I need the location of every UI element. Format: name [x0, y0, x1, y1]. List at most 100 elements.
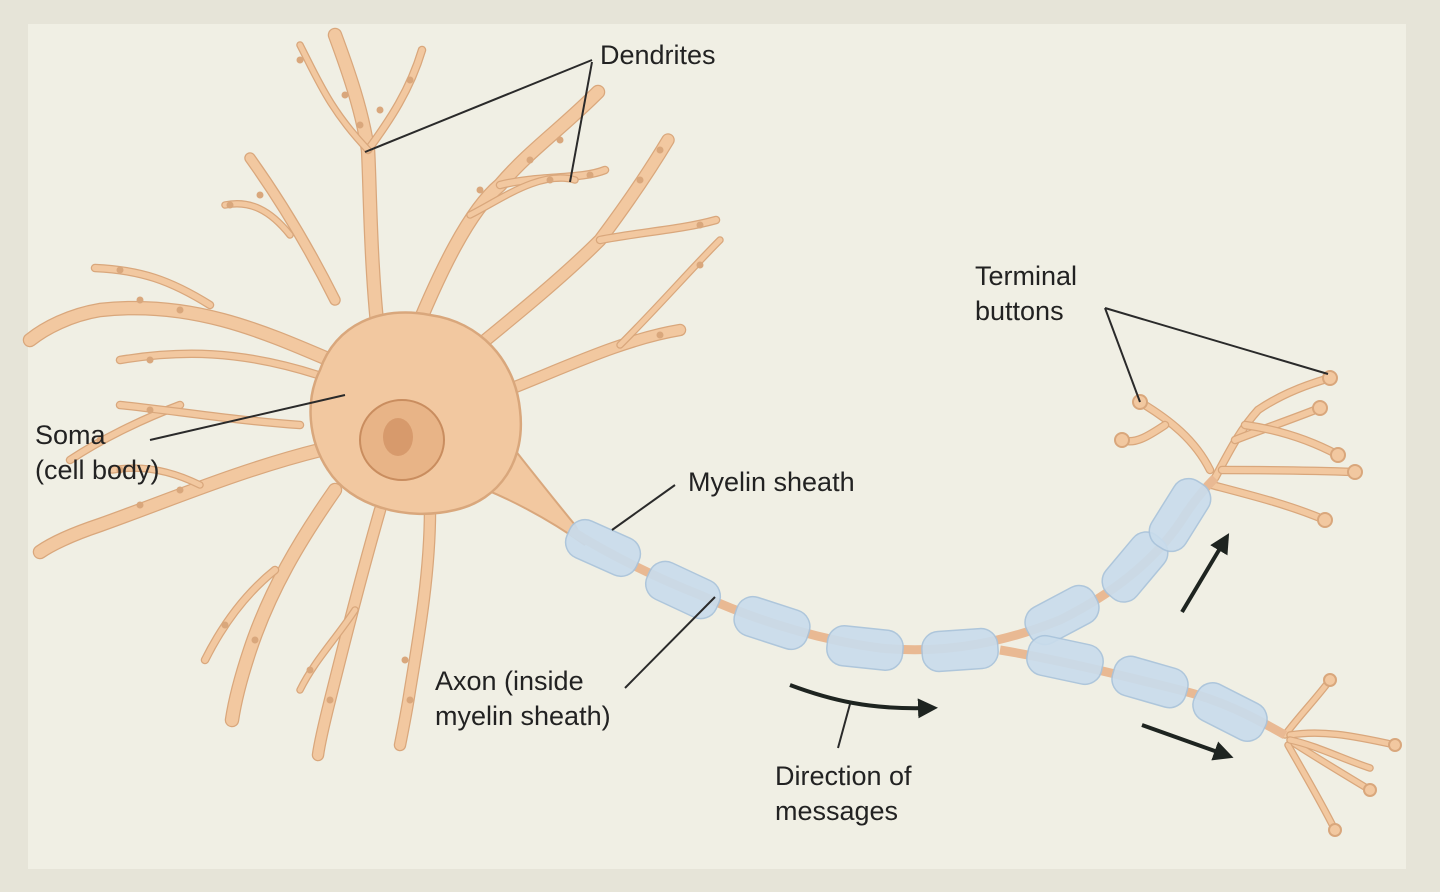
myelin-segment-2: [644, 560, 722, 620]
arrow-direction-1: [789, 683, 938, 719]
dendritic-spine-4: [406, 76, 414, 84]
dendritic-spine-2: [356, 121, 364, 129]
leader-terminal-2: [1104, 307, 1329, 375]
terminal-branch-lower-3: [1289, 739, 1373, 793]
leader-soma: [149, 394, 346, 441]
terminal-button-lower-4: [1328, 823, 1342, 837]
terminal-branch-upper-5: [1209, 482, 1328, 523]
terminal-button-lower-1: [1323, 673, 1337, 687]
dendrite-8: [597, 217, 719, 243]
dendritic-spine-3: [376, 106, 384, 114]
leader-dendrites-2: [569, 61, 593, 183]
arrow-direction-2: [1180, 533, 1230, 614]
dendritic-spine-28: [306, 666, 314, 674]
leader-myelin-sheath: [611, 484, 676, 531]
leader-terminal-1: [1104, 307, 1141, 403]
label-terminal-buttons-line2: buttons: [975, 296, 1064, 326]
dendrite-6: [467, 175, 578, 218]
dendrite-21: [297, 607, 358, 693]
dendritic-spine-29: [406, 696, 414, 704]
dendrite-18: [226, 484, 341, 726]
dendrite-12: [92, 265, 213, 308]
dendritic-spine-26: [221, 621, 229, 629]
myelin-segment-5: [921, 627, 999, 673]
myelin-segment-4: [826, 625, 904, 671]
dendritic-spine-24: [116, 466, 124, 474]
dendrite-10: [617, 237, 723, 348]
terminal-button-lower-3: [1363, 783, 1377, 797]
terminal-branch-upper-1: [1212, 375, 1333, 481]
terminal-branch-lower-2: [1287, 730, 1398, 748]
myelin-segment-1: [564, 518, 642, 578]
dendrite-22: [395, 505, 435, 750]
myelin-segment-8: [1148, 477, 1212, 553]
dendritic-spine-11: [636, 176, 644, 184]
leader-dendrites-1: [364, 59, 593, 153]
myelin-segment-6: [1024, 584, 1100, 646]
dendritic-spine-12: [656, 146, 664, 154]
terminal-branch-upper-3: [1242, 422, 1341, 458]
dendrite-24: [117, 402, 303, 428]
label-axon-line1: Axon (inside: [435, 666, 584, 696]
dendritic-spine-31: [96, 436, 104, 444]
dendritic-spine-15: [696, 261, 704, 269]
dendritic-spine-18: [116, 266, 124, 274]
label-soma-line1: Soma: [35, 420, 106, 450]
nucleolus: [383, 418, 413, 456]
dendritic-spine-7: [526, 156, 534, 164]
dendritic-spine-27: [326, 696, 334, 704]
direction-arrows: [789, 533, 1234, 761]
label-direction-line1: Direction of: [775, 761, 912, 791]
dendritic-spine-13: [696, 221, 704, 229]
dendritic-spine-10: [546, 176, 554, 184]
terminal-button-upper-4: [1347, 464, 1363, 480]
label-soma-line2: (cell body): [35, 455, 160, 485]
terminal-branch-upper-2: [1232, 405, 1323, 443]
myelin-segment-3: [733, 595, 811, 651]
label-axon-line2: myelin sheath): [435, 701, 611, 731]
label-soma: Soma (cell body): [35, 418, 160, 488]
dendritic-spine-6: [476, 186, 484, 194]
myelin-segment-11: [1192, 682, 1268, 742]
label-myelin-sheath: Myelin sheath: [688, 465, 855, 500]
terminal-branch-lower-4: [1285, 742, 1338, 833]
dendritic-spine-19: [146, 356, 154, 364]
dendritic-spine-25: [251, 636, 259, 644]
label-dendrites: Dendrites: [600, 38, 716, 73]
label-dendrites-text: Dendrites: [600, 40, 716, 70]
terminal-button-upper-7: [1114, 432, 1130, 448]
terminal-button-upper-5: [1317, 512, 1333, 528]
arrow-direction-3: [1141, 723, 1234, 761]
dendrite-16: [34, 444, 326, 558]
terminal-button-upper-3: [1330, 447, 1346, 463]
dendritic-spine-14: [656, 331, 664, 339]
dendrite-1: [329, 29, 386, 356]
dendritic-spine-16: [136, 296, 144, 304]
terminal-branch-upper-4: [1219, 467, 1358, 475]
terminal-branch-upper-6: [1137, 399, 1213, 473]
terminal-branch-lower-5: [1287, 737, 1373, 771]
dendritic-spine-8: [556, 136, 564, 144]
myelin-group: [564, 477, 1268, 742]
dendrite-11: [24, 302, 336, 366]
terminal-button-lower-2: [1388, 738, 1402, 752]
dendrite-2: [365, 47, 425, 153]
label-myelin-sheath-text: Myelin sheath: [688, 467, 855, 497]
dendritic-spine-23: [176, 486, 184, 494]
myelin-segment-9: [1026, 634, 1104, 686]
dendritic-spine-32: [146, 406, 154, 414]
dendritic-spine-20: [256, 191, 264, 199]
leader-direction: [837, 703, 851, 749]
dendritic-spine-1: [341, 91, 349, 99]
label-axon: Axon (inside myelin sheath): [435, 664, 611, 734]
dendritic-spine-17: [176, 306, 184, 314]
dendritic-spine-21: [226, 201, 234, 209]
dendritic-spine-5: [296, 56, 304, 64]
leader-axon: [624, 596, 716, 689]
label-terminal-buttons: Terminal buttons: [975, 259, 1077, 329]
myelin-segment-10: [1111, 655, 1189, 709]
label-terminal-buttons-line1: Terminal: [975, 261, 1078, 291]
dendritic-spine-22: [136, 501, 144, 509]
dendritic-spine-9: [586, 171, 594, 179]
